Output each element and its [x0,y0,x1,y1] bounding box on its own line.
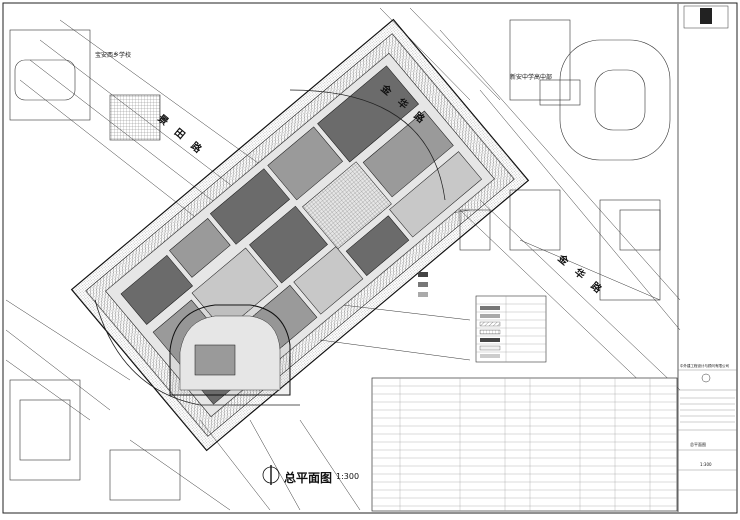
building-block [267,126,343,201]
building-block [362,110,454,198]
corner-building [194,344,236,376]
drawing-title: 总平面图 [284,471,333,485]
courtyard [302,161,392,250]
building-block [317,65,419,163]
building-block [345,215,410,276]
drawing-scale: 1:300 [336,472,360,481]
building-block [169,218,231,278]
title-block-company: 中外建工程设计与顾问有限公司 [680,364,729,368]
sheet-border [2,2,738,514]
legend-swatch [418,272,428,277]
legend-table [475,295,547,363]
building-block [120,254,193,325]
north-arrow-icon [262,465,280,485]
school-east-label: 新安中学高中部 [510,74,553,81]
building-block [249,205,328,284]
building-block [293,246,364,315]
title-block-project: 总平面图 [690,442,706,447]
outer-road-edge [289,89,446,201]
surrounding-plots [9,19,671,501]
company-logo-icon [701,373,711,383]
title-block-frame [677,4,737,512]
building-block [389,151,482,238]
outer-road-edge [94,299,300,406]
building-block [209,168,290,245]
title-block-scale: 1:300 [700,462,712,467]
indicator-table [371,377,678,512]
legend-swatch [418,282,428,287]
legend-swatch [418,292,428,297]
school-west-label: 宝安西乡学校 [95,52,132,59]
